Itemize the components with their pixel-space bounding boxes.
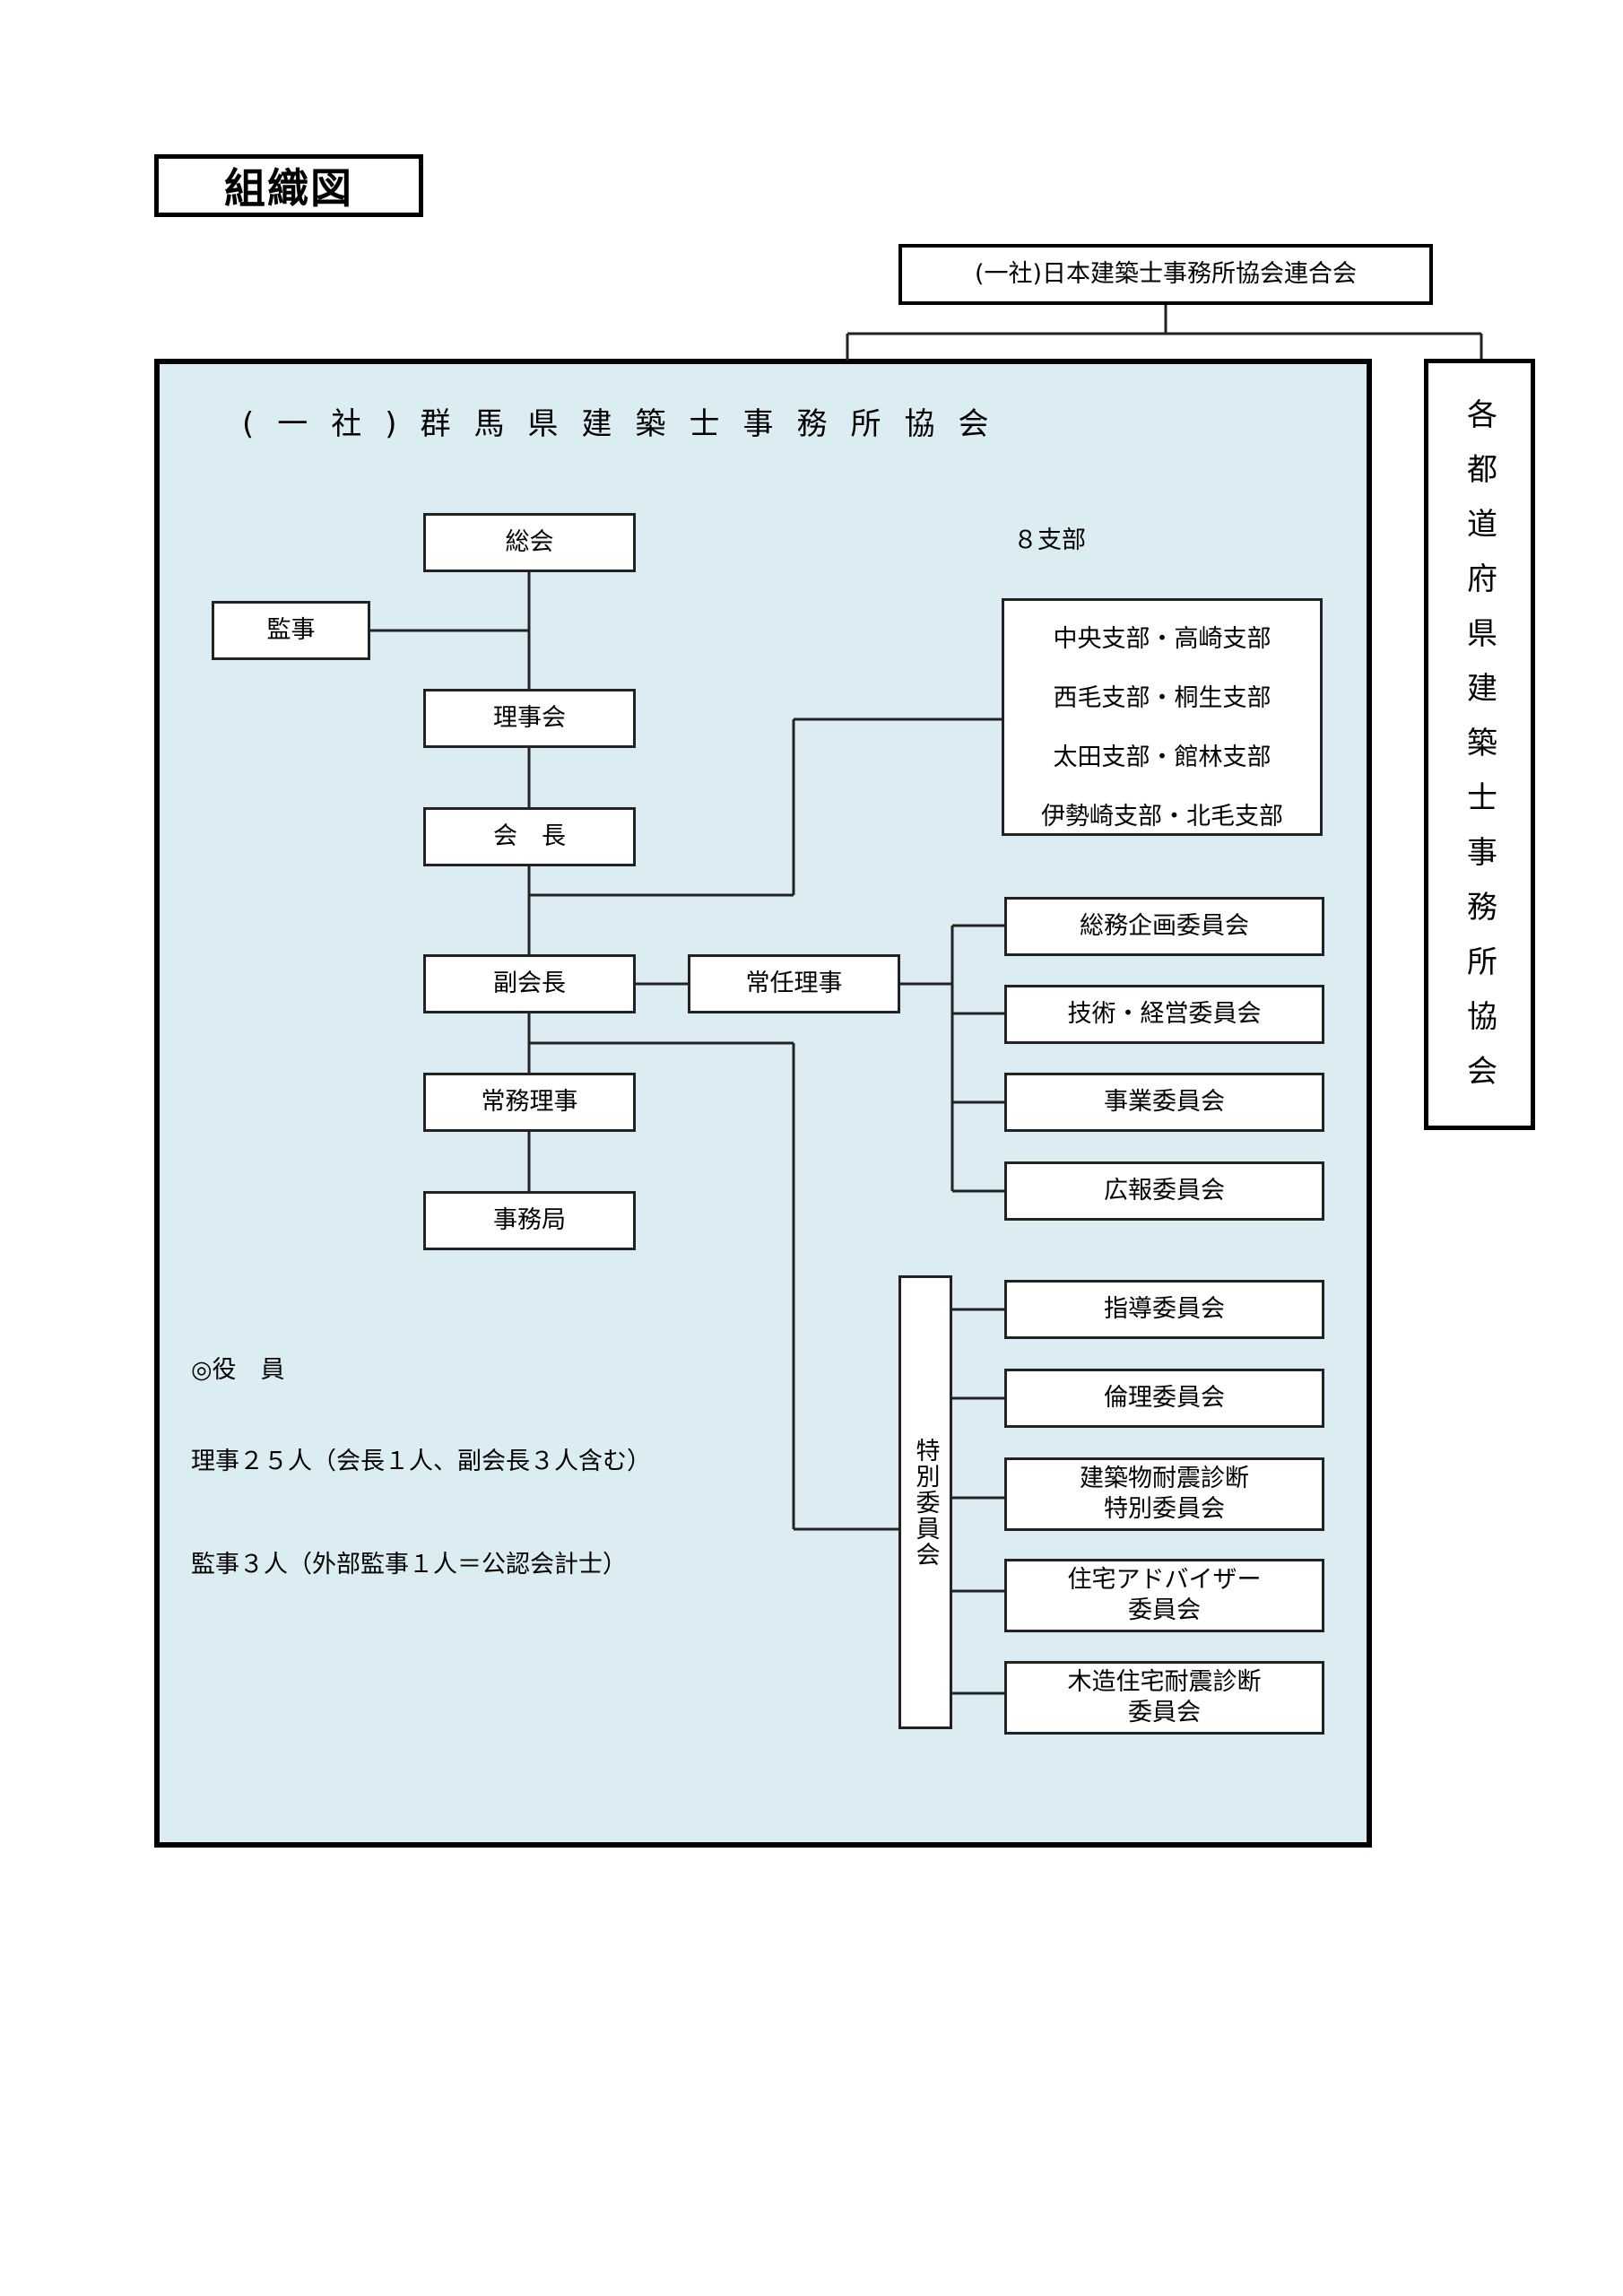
federation-box: (一社)日本建築士事務所協会連合会 xyxy=(898,244,1433,305)
committee-box: 技術・経営委員会 xyxy=(1004,985,1324,1044)
general-meeting-box: 総会 xyxy=(423,513,636,572)
committee-box: 事業委員会 xyxy=(1004,1073,1324,1132)
branch-row: 西毛支部・桐生支部 xyxy=(1053,684,1271,712)
prefecture-associations-box: 各都道府県建築士事務所協会 xyxy=(1424,359,1535,1130)
special-committee-group-box: 特別委員会 xyxy=(898,1275,952,1729)
special-committee-box: 木造住宅耐震診断 委員会 xyxy=(1004,1661,1324,1735)
branch-row: 太田支部・館林支部 xyxy=(1053,744,1271,771)
standing-director-box: 常任理事 xyxy=(688,954,900,1013)
branch-row: 伊勢崎支部・北毛支部 xyxy=(1041,803,1283,831)
special-committee-box: 住宅アドバイザー 委員会 xyxy=(1004,1559,1324,1632)
branches-label: ８支部 xyxy=(1013,526,1086,554)
officers-heading: ◎役 員 xyxy=(191,1356,285,1384)
officers-auditors: 監事３人（外部監事１人＝公認会計士） xyxy=(191,1551,627,1578)
special-committee-box: 建築物耐震診断 特別委員会 xyxy=(1004,1457,1324,1531)
executive-director-box: 常務理事 xyxy=(423,1073,636,1132)
secretariat-box: 事務局 xyxy=(423,1191,636,1250)
association-name: (一社)群馬県建築士事務所協会 xyxy=(242,406,1012,442)
president-box: 会 長 xyxy=(423,807,636,866)
officers-directors: 理事２５人（会長１人、副会長３人含む） xyxy=(191,1448,651,1475)
special-committee-box: 指導委員会 xyxy=(1004,1280,1324,1339)
branch-row: 中央支部・高崎支部 xyxy=(1053,625,1271,653)
committee-box: 総務企画委員会 xyxy=(1004,897,1324,956)
page-title: 組織図 xyxy=(154,154,423,217)
special-committee-box: 倫理委員会 xyxy=(1004,1369,1324,1428)
vice-president-box: 副会長 xyxy=(423,954,636,1013)
committee-box: 広報委員会 xyxy=(1004,1161,1324,1221)
board-box: 理事会 xyxy=(423,689,636,748)
auditor-box: 監事 xyxy=(212,601,370,660)
branches-box: 中央支部・高崎支部 西毛支部・桐生支部 太田支部・館林支部 伊勢崎支部・北毛支部 xyxy=(1002,598,1323,836)
